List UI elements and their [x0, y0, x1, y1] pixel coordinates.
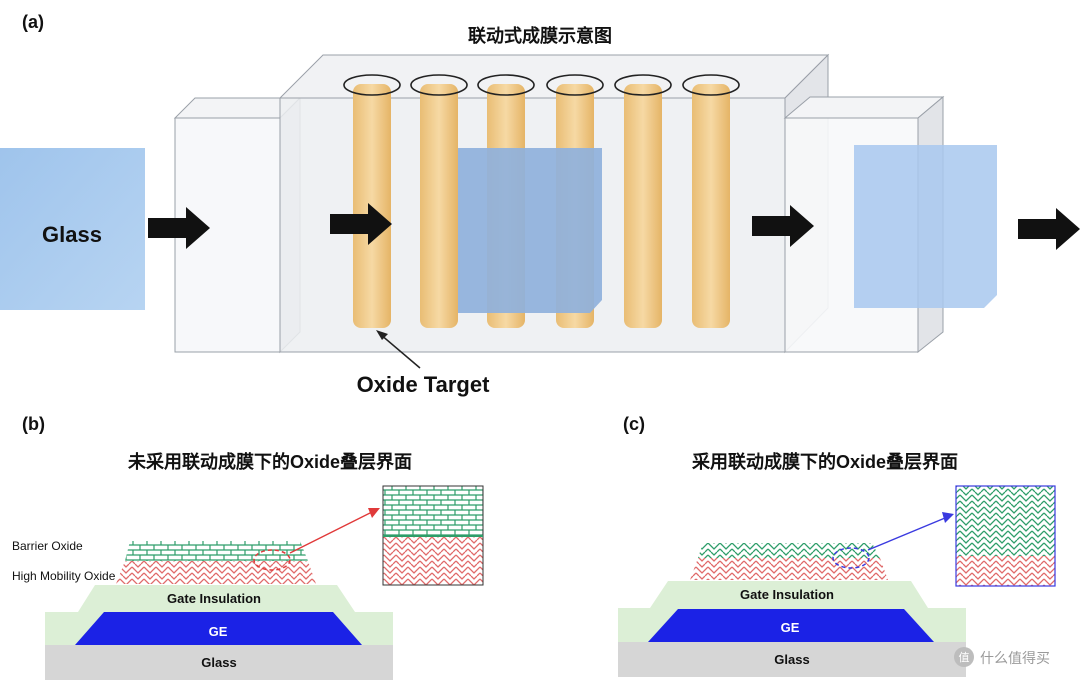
panel-c-title: 采用联动成膜下的Oxide叠层界面 — [691, 451, 958, 472]
panel-b-zoom-arrowhead — [368, 508, 380, 518]
panel-c-glass-label: Glass — [774, 652, 809, 667]
panel-b-label: (b) — [22, 414, 45, 434]
panel-b-high-mobility-layer — [116, 561, 316, 584]
panel-b-zoom-line — [289, 511, 373, 554]
panel-c-zoom-barrier — [956, 486, 1055, 556]
panel-b-glass-label: Glass — [201, 655, 236, 670]
panel-b-barrier-layer — [125, 541, 308, 561]
arrow-right-icon — [752, 205, 814, 247]
panel-b-glass-layer — [45, 645, 393, 680]
panel-c-zoom-circle — [832, 547, 870, 569]
panel-b-ge-layer — [75, 612, 362, 645]
output-glass-panel — [854, 145, 997, 308]
chamber-glass-panel — [458, 148, 602, 313]
panel-c-zoom-line — [867, 517, 946, 551]
panel-b-zoom-high-mobility — [382, 535, 484, 586]
rotation-icon — [682, 74, 740, 96]
barrier-oxide-label: Barrier Oxide — [12, 539, 83, 553]
panel-c-barrier-layer — [698, 543, 880, 558]
panel-c-gate-label: Gate Insulation — [740, 587, 834, 602]
input-glass-panel — [0, 148, 145, 310]
panel-c-zoom-frame — [955, 485, 1056, 587]
panel-c-ge-layer — [648, 609, 934, 642]
oxide-target-1 — [353, 84, 391, 328]
rotation-icon — [546, 74, 604, 96]
rotation-icon — [343, 74, 401, 96]
arrow-right-icon — [148, 207, 210, 249]
rotation-icon — [477, 74, 535, 96]
target-pointer-head — [376, 330, 388, 340]
panel-a-title: 联动式成膜示意图 — [468, 25, 612, 46]
rotation-rings — [343, 74, 740, 96]
panel-b-ge-label: GE — [209, 624, 228, 639]
panel-b-title: 未采用联动成膜下的Oxide叠层界面 — [128, 451, 412, 472]
panel-c-glass-layer — [618, 642, 966, 677]
rotation-icon — [614, 74, 672, 96]
watermark-text: 什么值得买 — [980, 650, 1050, 667]
panel-b-gate-label: Gate Insulation — [167, 591, 261, 606]
panel-c-zoom-arrowhead — [942, 512, 954, 523]
rotation-icon — [410, 74, 468, 96]
panel-c-high-mobility-layer — [690, 558, 888, 580]
high-mobility-oxide-label: High Mobility Oxide — [12, 569, 116, 583]
panel-c-label: (c) — [623, 414, 645, 434]
watermark-logo-icon — [954, 647, 974, 667]
panel-c-ge-label: GE — [781, 620, 800, 635]
oxide-target-6 — [692, 84, 730, 328]
target-pointer-line — [379, 333, 421, 369]
panel-b-zoom-barrier — [382, 485, 484, 537]
input-glass-label: Glass — [42, 222, 102, 247]
arrow-right-icon — [330, 203, 392, 245]
watermark: 值 什么值得买 — [954, 647, 1050, 667]
panel-a-label: (a) — [22, 12, 44, 32]
watermark-logo-glyph: 值 — [959, 651, 970, 664]
flow-arrows — [148, 203, 1080, 250]
arrow-right-icon — [1018, 208, 1080, 250]
oxide-target-label: Oxide Target — [357, 372, 491, 397]
oxide-target-5 — [624, 84, 662, 328]
oxide-target-2 — [420, 84, 458, 328]
panel-b-zoom-circle — [253, 549, 291, 571]
panel-c-zoom-high-mobility — [956, 556, 1055, 586]
